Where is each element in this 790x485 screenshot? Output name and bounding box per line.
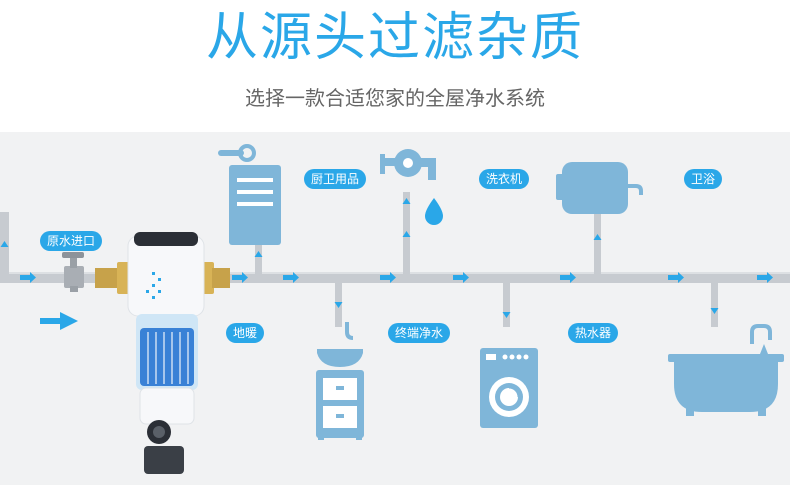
- label-floor-heat: 地暖: [226, 323, 265, 343]
- branch-pipe-washer: [503, 282, 510, 327]
- label-terminal: 终端净水: [388, 323, 451, 343]
- washing-machine-icon: [480, 348, 538, 428]
- flow-arrow-icon: [20, 272, 773, 283]
- inlet-valve-icon: [62, 252, 84, 292]
- page-title: 从源头过滤杂质: [205, 8, 584, 68]
- label-inlet: 原水进口: [40, 231, 103, 251]
- page-subtitle: 选择一款合适您家的全屋净水系统: [245, 86, 545, 110]
- pre-filter-icon: [95, 232, 230, 474]
- faucet-icon: [380, 149, 436, 180]
- water-heater-icon: [556, 162, 643, 214]
- sink-cabinet-icon: [316, 322, 364, 440]
- flow-arrow-icon: [40, 312, 78, 330]
- branch-pipe-heater: [594, 212, 601, 274]
- plumbing-diagram: [0, 144, 790, 474]
- branch-pipe-bath: [711, 282, 718, 327]
- label-washer: 洗衣机: [479, 169, 530, 189]
- label-bath: 卫浴: [684, 169, 723, 189]
- bathtub-icon: [668, 324, 784, 416]
- plumbing-scene: 原水进口 厨卫用品 洗衣机 卫浴 地暖 终端净水 热水器: [0, 132, 790, 485]
- towel-rack-icon: [218, 144, 281, 245]
- label-heater: 热水器: [568, 323, 619, 343]
- label-kitchen: 厨卫用品: [304, 169, 367, 189]
- water-drop-icon: [425, 198, 443, 225]
- flow-arrow-icon: [0, 198, 719, 318]
